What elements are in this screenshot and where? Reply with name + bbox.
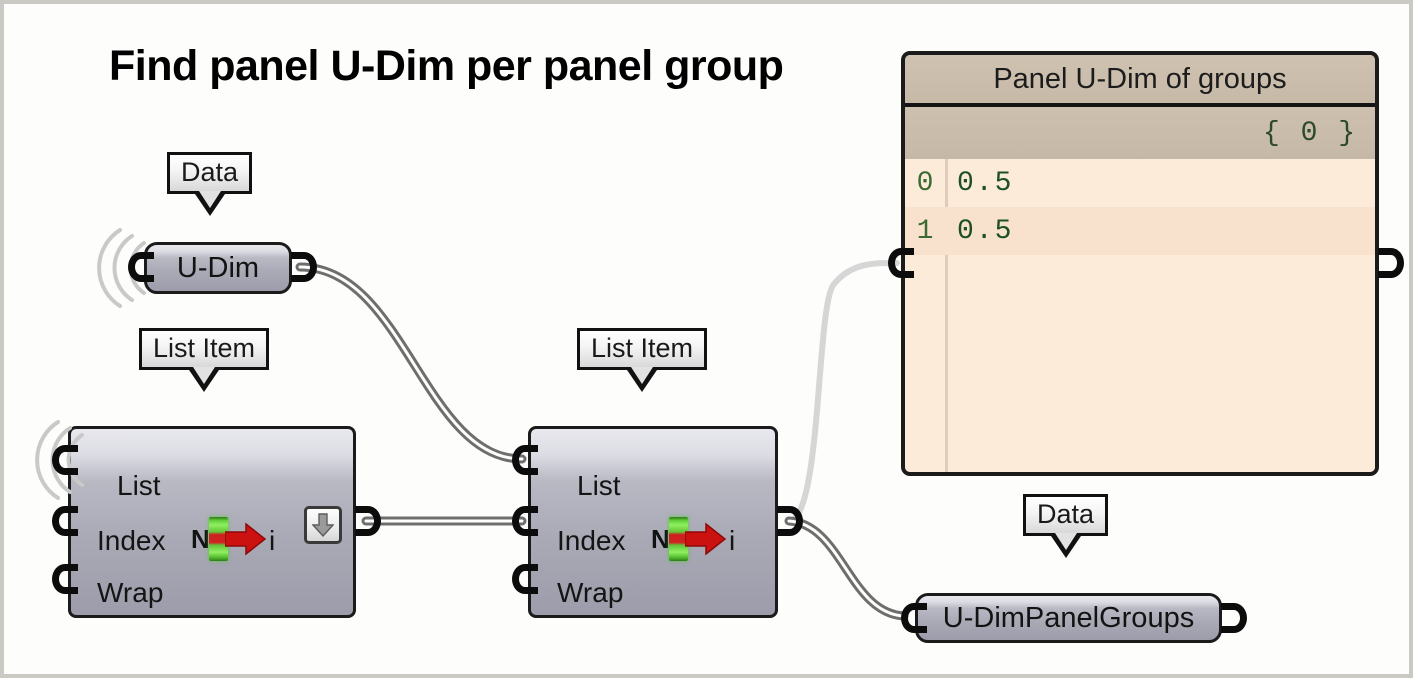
panel-row: 0 0.5 [905, 159, 1375, 207]
port-panel-output[interactable] [1378, 248, 1404, 278]
panel-gutter-divider [945, 107, 948, 472]
port-list-item-2-output-i[interactable] [777, 506, 803, 536]
input-label-wrap: Wrap [97, 577, 164, 608]
panel-title: Panel U-Dim of groups [905, 55, 1375, 107]
wire-listitem2-to-panel [786, 259, 900, 524]
port-list-item-1-input-list[interactable] [52, 445, 78, 475]
node-list-item-2[interactable]: List Index Wrap N i [528, 426, 778, 618]
port-output-parameter-input[interactable] [901, 603, 927, 633]
callout-label: Data [181, 157, 239, 187]
red-arrow-icon [224, 522, 266, 556]
row-value: 0.5 [957, 167, 1014, 199]
callout-tail-inner [198, 191, 221, 209]
list-item-icon: N [191, 517, 267, 561]
callout-data-udim: Data [167, 152, 253, 217]
panel-branch-header: { 0 } [905, 107, 1375, 159]
callout-label: List Item [153, 333, 256, 363]
red-arrow-icon [684, 522, 726, 556]
callout-tail-inner [193, 367, 216, 385]
branch-path-label: { 0 } [1262, 117, 1357, 149]
row-index: 1 [916, 215, 934, 247]
callout-listitem-1: List Item [139, 328, 270, 393]
port-list-item-1-output-i[interactable] [355, 506, 381, 536]
node-list-item-1[interactable]: List Index Wrap N i [68, 426, 356, 618]
input-label-list: List [117, 470, 161, 501]
callout-label: Data [1037, 499, 1095, 529]
input-label-index: Index [557, 525, 626, 556]
port-list-item-2-input-list[interactable] [512, 445, 538, 475]
arrow-down-icon-button[interactable] [304, 506, 342, 544]
callout-tail-inner [1054, 533, 1077, 551]
node-label: U-DimPanelGroups [942, 601, 1195, 634]
wire-listitem2-to-output [784, 516, 909, 621]
row-value: 0.5 [957, 215, 1014, 247]
row-index: 0 [916, 167, 934, 199]
page-title: Find panel U-Dim per panel group [109, 42, 784, 90]
callout-label: List Item [591, 333, 694, 363]
arrow-down-icon [312, 513, 334, 537]
port-list-item-1-input-index[interactable] [52, 506, 78, 536]
panel-u-dim-of-groups[interactable]: Panel U-Dim of groups { 0 } 0 0.5 1 0.5 [901, 51, 1379, 476]
port-list-item-2-input-wrap[interactable] [512, 564, 538, 594]
output-label-i: i [269, 525, 276, 556]
input-label-index: Index [97, 525, 166, 556]
input-label-wrap: Wrap [557, 577, 624, 608]
callout-listitem-2: List Item [577, 328, 708, 393]
port-list-item-1-input-wrap[interactable] [52, 564, 78, 594]
callout-tail-inner [631, 367, 654, 385]
node-udim-parameter[interactable]: U-Dim [144, 242, 292, 294]
port-output-parameter-output[interactable] [1221, 603, 1247, 633]
panel-row: 1 0.5 [905, 207, 1375, 255]
port-udim-input[interactable] [128, 252, 154, 282]
output-label-i: i [729, 525, 736, 556]
node-label: U-Dim [176, 251, 260, 284]
callout-data-output: Data [1023, 494, 1109, 559]
input-label-list: List [577, 470, 621, 501]
list-item-icon: N [651, 517, 727, 561]
panel-body[interactable]: { 0 } 0 0.5 1 0.5 [905, 107, 1375, 472]
node-output-parameter[interactable]: U-DimPanelGroups [915, 593, 1222, 643]
port-udim-output[interactable] [291, 252, 317, 282]
port-list-item-2-input-index[interactable] [512, 506, 538, 536]
port-panel-input[interactable] [888, 248, 914, 278]
